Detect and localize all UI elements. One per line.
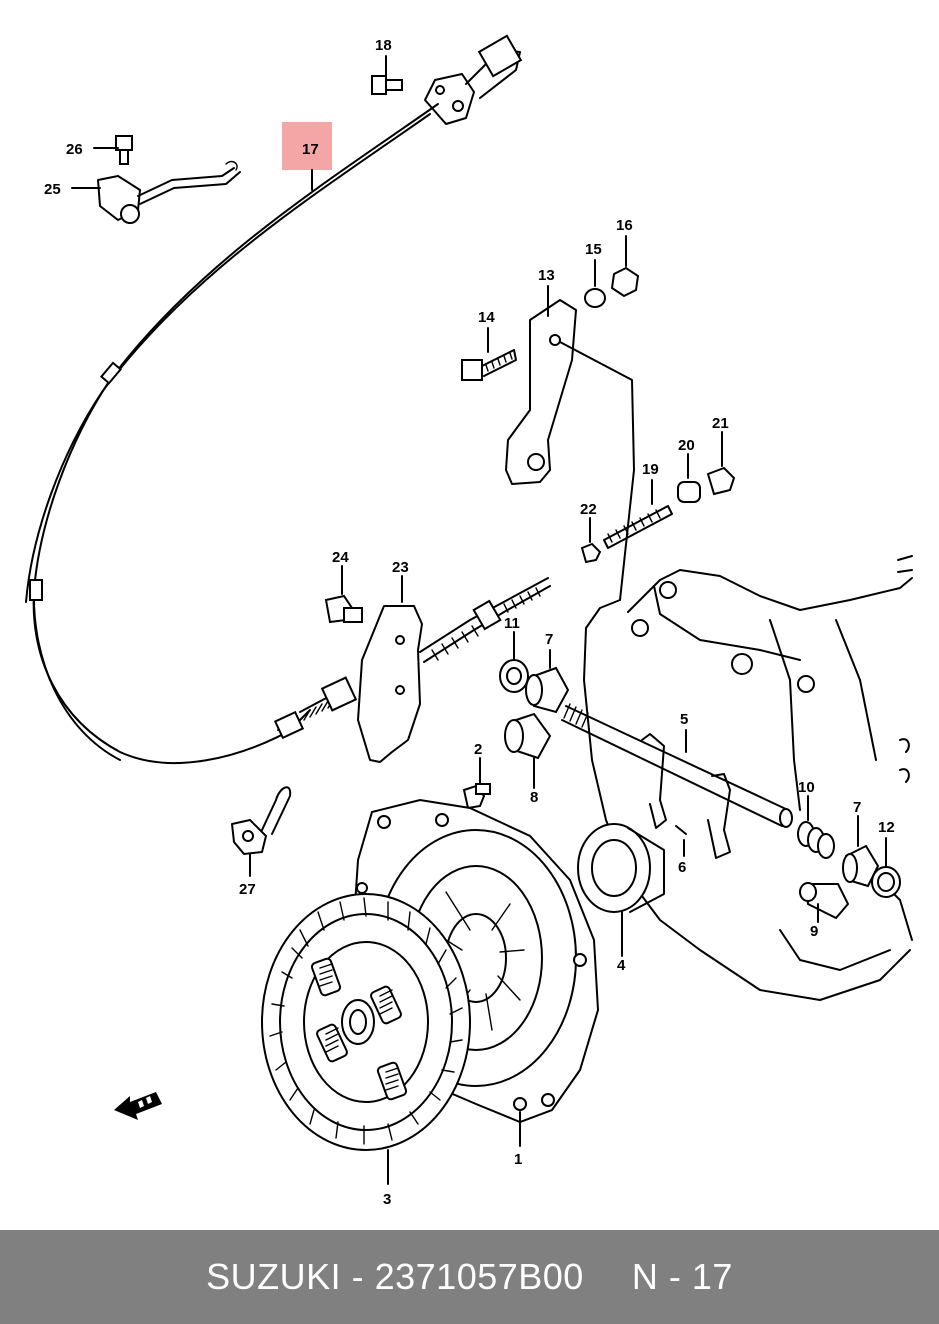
washer-15	[584, 259, 606, 308]
clutch-disc-3	[261, 893, 471, 1185]
cable-bracket-25	[97, 160, 241, 224]
callout-26: 26	[66, 141, 83, 158]
callout-2: 2	[474, 741, 482, 758]
clutch-exploded-diagram: 1 2 3 4 5 6 7 7 8 9 10 11 12 13 14 15 16…	[25, 34, 913, 1208]
callout-6: 6	[678, 859, 686, 876]
callout-21: 21	[712, 415, 729, 432]
callout-19: 19	[642, 461, 659, 478]
callout-5: 5	[680, 711, 688, 728]
bushing-20	[677, 453, 701, 503]
callout-23: 23	[392, 559, 409, 576]
bolt-2	[462, 757, 491, 810]
bolt-26	[93, 135, 133, 165]
callout-25: 25	[44, 181, 61, 198]
callout-22: 22	[580, 501, 597, 518]
release-shaft-5	[561, 703, 793, 859]
callout-12: 12	[878, 819, 895, 836]
callout-15: 15	[585, 241, 602, 258]
highlight-box-17	[282, 122, 332, 170]
part-reference-footer: SUZUKI - 2371057B00 N - 17	[0, 1230, 939, 1324]
callout-8: 8	[530, 789, 538, 806]
clip-27	[231, 786, 292, 877]
cable-bracket-23	[357, 575, 551, 763]
diagram-position-ref: N - 17	[631, 1256, 733, 1297]
spring-10	[797, 795, 835, 859]
nut-22	[580, 517, 602, 564]
bushing-8	[504, 712, 552, 789]
callout-13: 13	[538, 267, 555, 284]
callout-7-upper: 7	[545, 631, 553, 648]
callout-10: 10	[798, 779, 815, 796]
clutch-cable	[25, 34, 523, 764]
front-arrow-icon	[114, 1092, 162, 1120]
pin-6	[675, 825, 687, 857]
bolt-18	[371, 55, 403, 95]
callout-16: 16	[616, 217, 633, 234]
release-lever-bracket-13	[505, 285, 635, 601]
callout-4: 4	[617, 957, 626, 974]
nut-21	[706, 431, 736, 496]
release-bearing-4	[577, 823, 665, 957]
brand-part-number: SUZUKI - 2371057B00	[206, 1256, 584, 1297]
callout-18: 18	[375, 37, 392, 54]
callout-1: 1	[514, 1151, 522, 1168]
callout-24: 24	[332, 549, 349, 566]
pin-9	[799, 882, 850, 923]
oil-seal-11	[499, 631, 529, 693]
callout-11: 11	[504, 615, 520, 632]
callout-9: 9	[810, 923, 818, 940]
adjusting-bolt-19	[603, 479, 673, 549]
bolt-14	[461, 327, 517, 381]
bolt-24	[324, 565, 363, 624]
callout-27: 27	[239, 881, 256, 898]
callout-20: 20	[678, 437, 695, 454]
nut-16	[610, 235, 640, 298]
callout-14: 14	[478, 309, 495, 326]
bushing-7-upper	[525, 649, 570, 714]
callout-3: 3	[383, 1191, 391, 1208]
callout-17: 17	[302, 141, 319, 158]
seal-12	[871, 837, 901, 898]
callout-7-lower: 7	[853, 799, 861, 816]
transmission-case	[583, 555, 913, 1001]
